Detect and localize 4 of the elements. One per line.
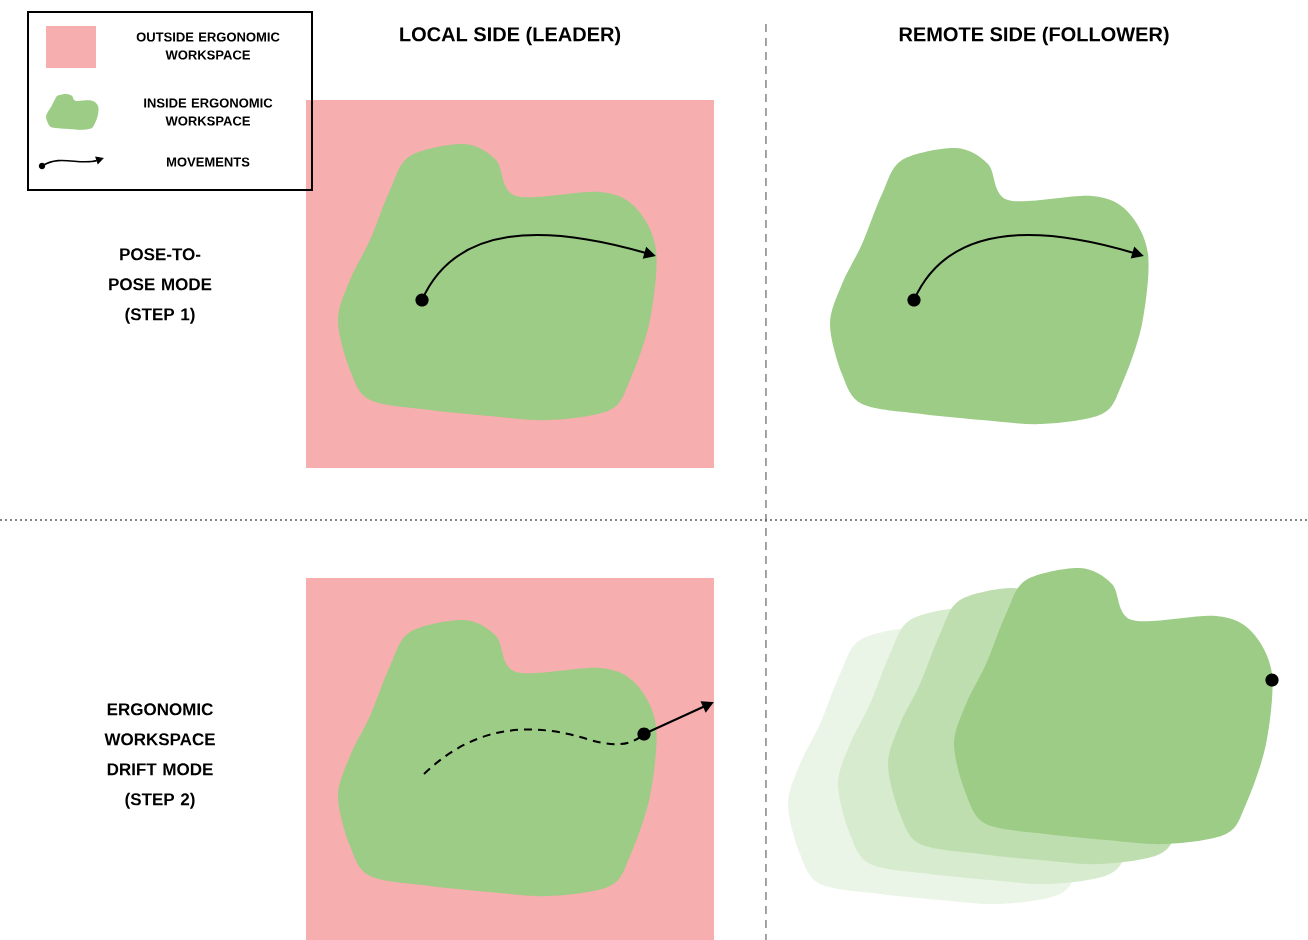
column-heading: LOCAL SIDE (LEADER)	[400, 26, 621, 46]
column-heading: REMOTE SIDE (FOLLOWER)	[899, 26, 1169, 46]
row-label: ERGONOMIC WORKSPACE DRIFT MODE (STEP 2)	[104, 703, 215, 809]
row-label: POSE-TO-POSE MODE (STEP 1)	[109, 248, 212, 324]
